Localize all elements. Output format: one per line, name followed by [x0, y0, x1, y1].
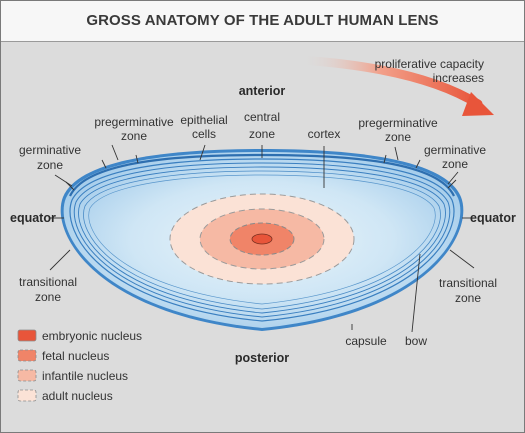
- transitional-left-line2: zone: [35, 290, 61, 304]
- proliferative-label-line1: proliferative capacity: [375, 57, 484, 71]
- transitional-right-line1: transitional: [439, 276, 497, 290]
- lens: [60, 149, 464, 331]
- epithelial-cells-line1: epithelial: [180, 113, 227, 127]
- anterior-label: anterior: [239, 84, 286, 98]
- germinative-right-line2: zone: [442, 157, 468, 171]
- legend-swatch: [17, 329, 37, 342]
- transitional-right-line2: zone: [455, 291, 481, 305]
- central-zone-line2: zone: [249, 127, 275, 141]
- pregerminative-left-line2: zone: [121, 129, 147, 143]
- legend-label: adult nucleus: [42, 389, 113, 403]
- legend-label: infantile nucleus: [42, 369, 128, 383]
- pregerminative-right-line2: zone: [385, 130, 411, 144]
- equator-right-label: equator: [470, 211, 516, 225]
- title-bar: GROSS ANATOMY OF THE ADULT HUMAN LENS: [1, 1, 524, 42]
- bow-label: bow: [405, 334, 427, 348]
- germinative-left-line1: germinative: [19, 143, 81, 157]
- embryonic-nucleus: [251, 233, 273, 245]
- pregerminative-right-line1: pregerminative: [358, 116, 438, 130]
- legend-swatch: [17, 369, 37, 382]
- germinative-right-line1: germinative: [424, 143, 486, 157]
- pregerminative-left-line1: pregerminative: [94, 115, 174, 129]
- cortex-label: cortex: [308, 127, 341, 141]
- equator-left-label: equator: [10, 211, 56, 225]
- posterior-label: posterior: [235, 351, 289, 365]
- germinative-left-line2: zone: [37, 158, 63, 172]
- legend-swatch: [17, 389, 37, 402]
- central-zone-line1: central: [244, 110, 280, 124]
- legend-label: fetal nucleus: [42, 349, 109, 363]
- transitional-left-line1: transitional: [19, 275, 77, 289]
- figure-title: GROSS ANATOMY OF THE ADULT HUMAN LENS: [86, 12, 439, 29]
- legend: embryonic nucleus fetal nucleus infantile …: [17, 329, 142, 403]
- proliferative-arrow: [295, 55, 494, 116]
- proliferative-label-line2: increases: [433, 71, 484, 85]
- capsule-label: capsule: [345, 334, 387, 348]
- legend-swatch: [17, 349, 37, 362]
- epithelial-cells-line2: cells: [192, 127, 216, 141]
- zone-ticks: [65, 154, 457, 191]
- legend-label: embryonic nucleus: [42, 329, 142, 343]
- leader-lines: [49, 144, 475, 333]
